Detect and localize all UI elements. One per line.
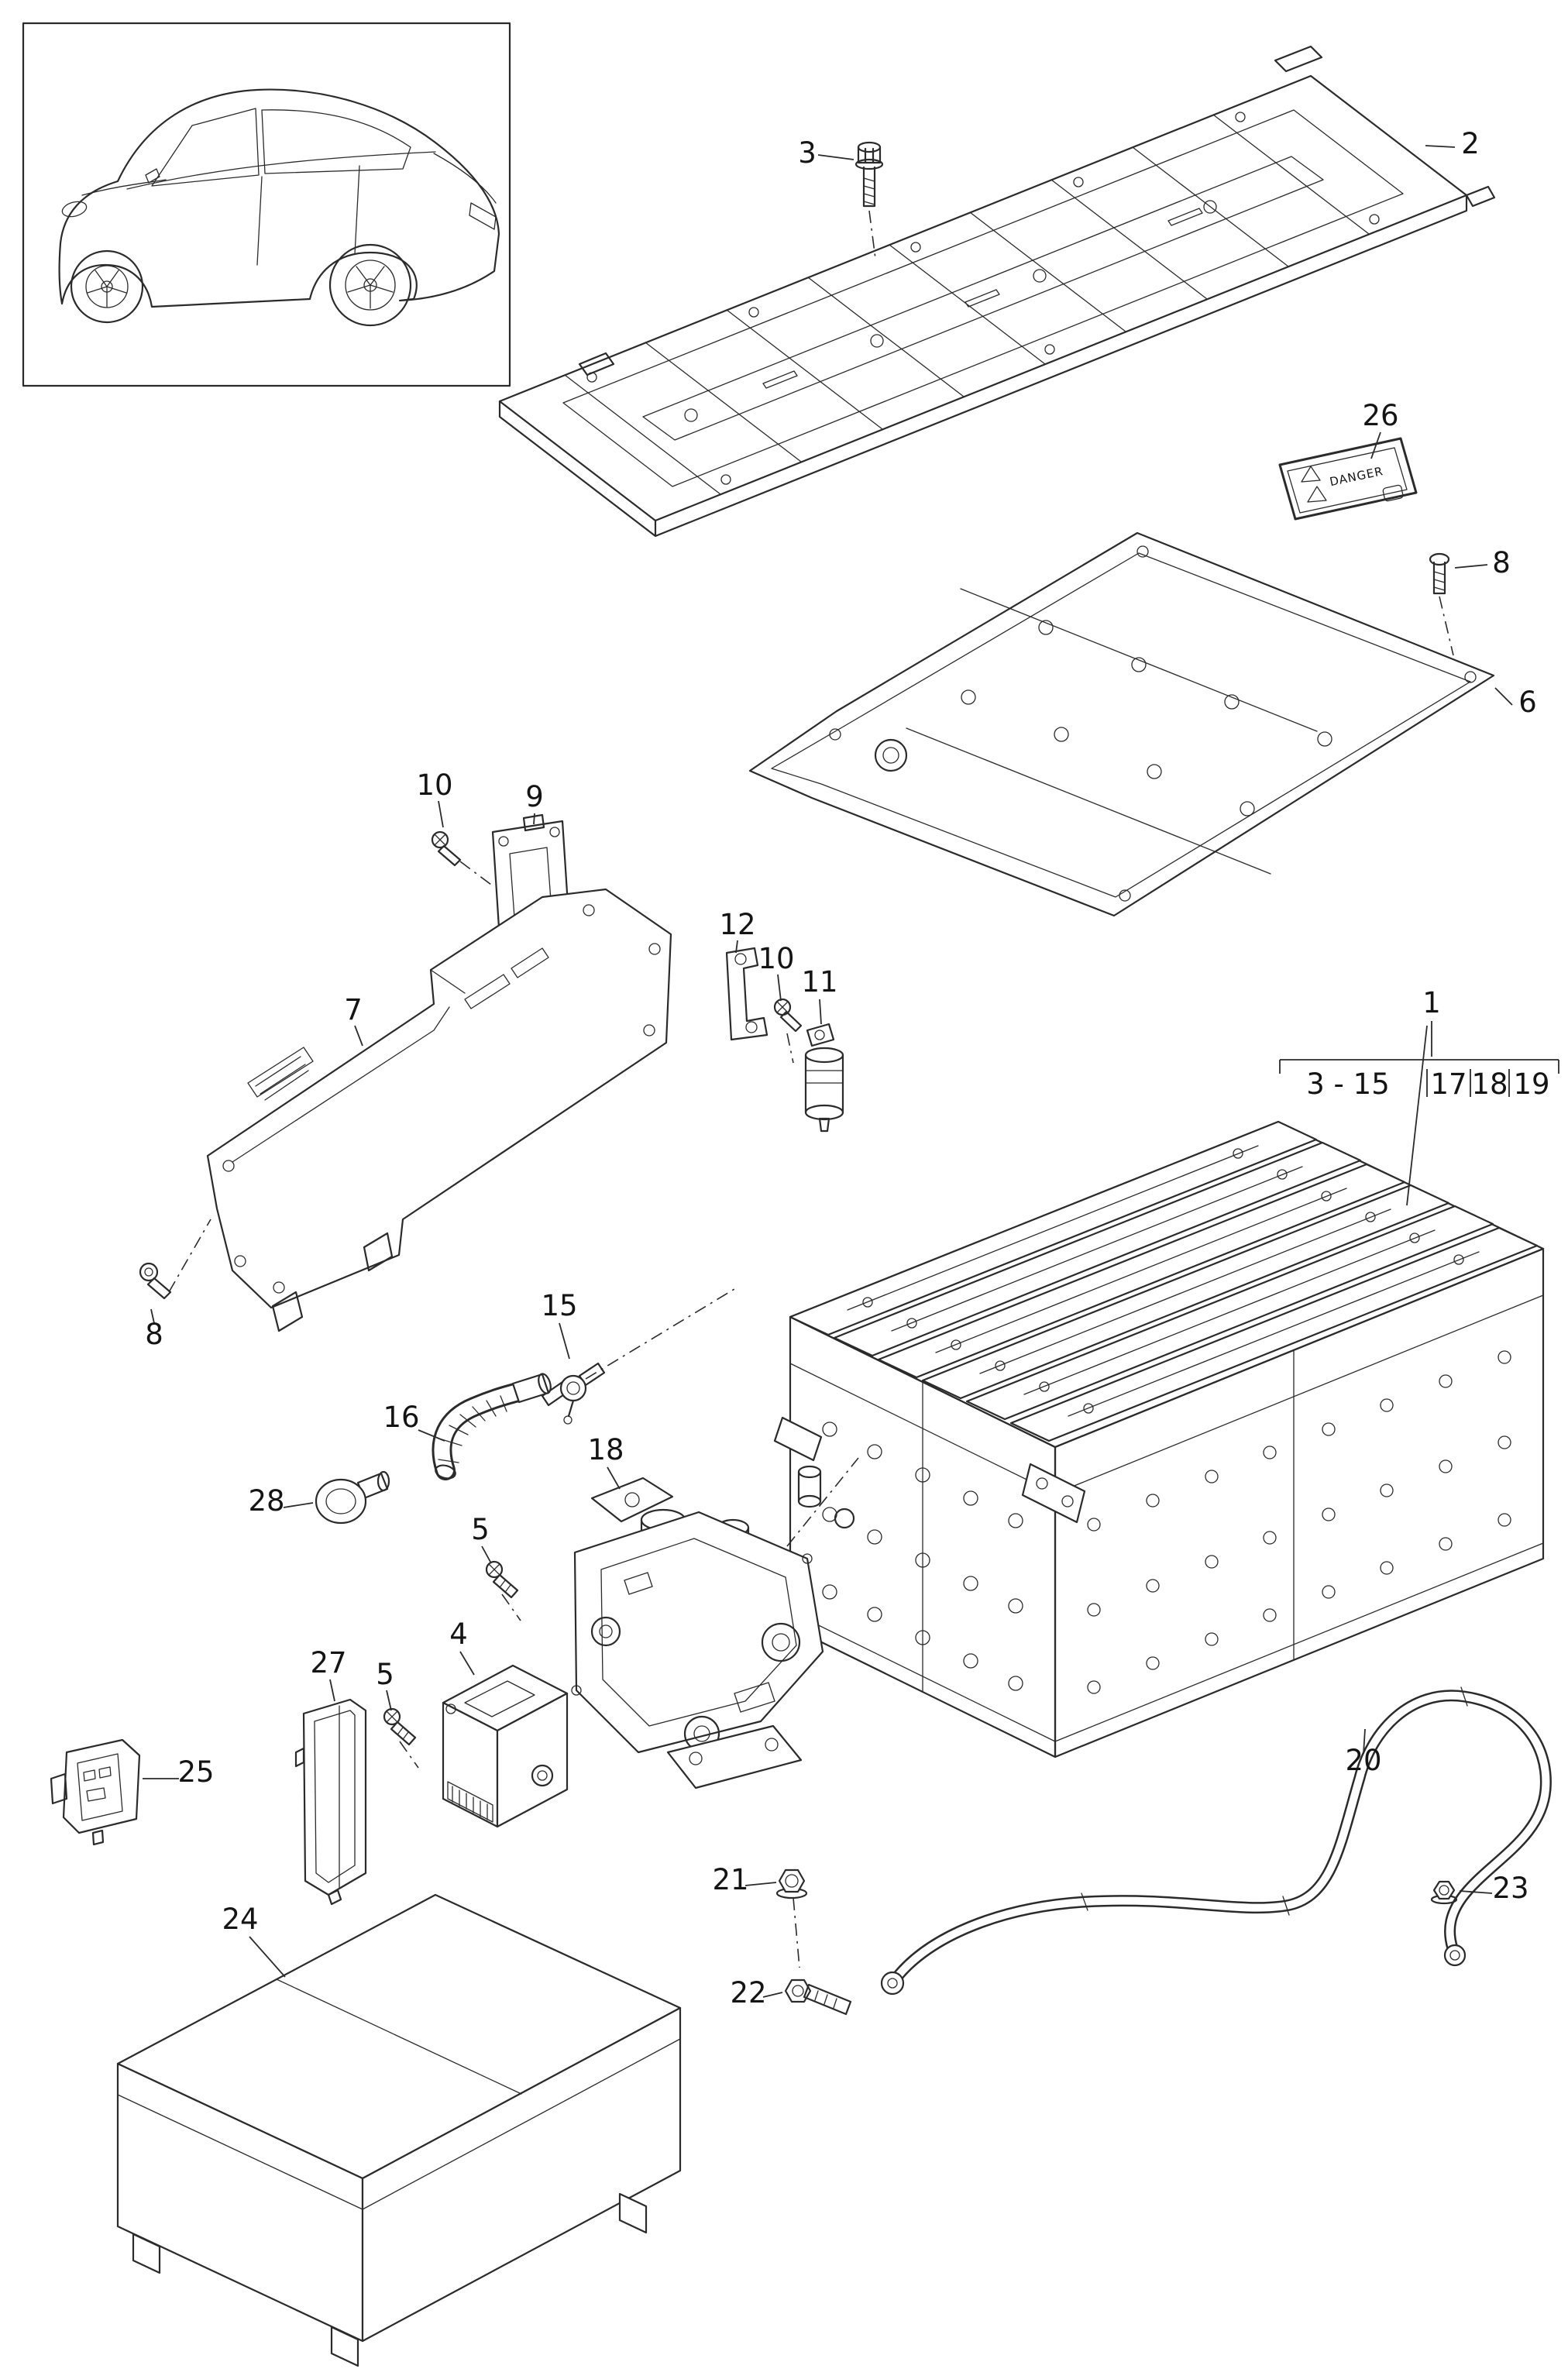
harness-ring-terminal-b [1443, 1944, 1467, 1967]
warning-triangle-icon [1301, 466, 1327, 503]
car-front-wheel [70, 249, 144, 324]
part-21-nut [775, 1868, 808, 1899]
leader-lines [143, 145, 1513, 1998]
box-feet [132, 2192, 648, 2367]
bracket-range-label: 3 - 15 [1306, 1067, 1390, 1101]
callout-1: 1 [1422, 986, 1441, 1019]
axis-lines [168, 210, 1454, 1968]
callout-26: 26 [1362, 399, 1398, 432]
part-22-bolt [784, 1978, 852, 2016]
callout-15: 15 [541, 1289, 577, 1322]
part-12-bracket [725, 947, 769, 1041]
car-box-border [22, 22, 511, 387]
frame-slots [762, 208, 1203, 389]
battery-modules [789, 1120, 1539, 1442]
part-18-junction-unit [571, 1477, 824, 1789]
panel-tabs [271, 1232, 394, 1332]
battery-module-terminals [862, 1148, 1464, 1414]
part-24-packing-box [116, 1893, 682, 2367]
bracket-extra-19: 19 [1513, 1067, 1549, 1101]
battery-face-seams [789, 1294, 1544, 1742]
part-15-sensor [541, 1362, 606, 1425]
callout-21: 21 [712, 1863, 748, 1896]
car-body-outline [58, 88, 500, 308]
callout-8-right: 8 [1492, 546, 1511, 579]
part-1-battery-assembly [773, 1120, 1545, 1758]
frame-depth-edges [498, 194, 1468, 538]
warning-pictogram-icon [1382, 484, 1404, 502]
car-windshield [151, 108, 260, 187]
callout-3: 3 [798, 136, 817, 170]
harness-clips [1081, 1686, 1468, 1916]
panel-label-patch [247, 1047, 314, 1101]
callout-9: 9 [525, 780, 544, 813]
part-20-wiring-harness [880, 1686, 1552, 1996]
callout-18: 18 [587, 1433, 624, 1466]
assembly-range-bracket: 3 - 15 17 18 19 [1279, 1059, 1559, 1101]
part-25-mount [50, 1738, 141, 1846]
part-8-screw-right [1429, 552, 1450, 595]
part-5-screw-a [485, 1560, 519, 1599]
callout-20: 20 [1345, 1744, 1381, 1777]
callout-24: 24 [222, 1903, 258, 1936]
part-26-warning-label: DANGER [1278, 437, 1418, 521]
callout-5-b: 5 [376, 1658, 394, 1691]
frame-holes [586, 112, 1380, 485]
car-thumbnail [22, 22, 511, 387]
callout-10-a: 10 [416, 768, 452, 802]
car-door-lines [81, 165, 360, 266]
car-beltline [126, 151, 436, 190]
callout-2: 2 [1461, 127, 1480, 160]
callout-4: 4 [449, 1618, 468, 1651]
panel-slots [464, 947, 549, 1009]
part-5-screw-b [383, 1707, 417, 1746]
battery-corner-hardware [773, 1416, 1086, 1529]
callout-28: 28 [248, 1484, 284, 1518]
callout-labels: 3 2 26 8 6 10 9 7 12 10 11 1 8 15 16 28 … [145, 127, 1537, 2009]
callout-5-a: 5 [471, 1513, 490, 1546]
cover-plate-holes [829, 545, 1477, 902]
car-rear-wheel [328, 243, 412, 327]
part-16-hose [432, 1373, 552, 1480]
callout-10-b: 10 [758, 942, 794, 975]
car-headlamp [61, 201, 88, 218]
callout-12: 12 [719, 908, 755, 941]
part-3-bolt [854, 141, 884, 208]
part-4-control-module [442, 1664, 569, 1828]
part-23-nut [1430, 1880, 1458, 1905]
part-8-screw-left [139, 1262, 172, 1300]
connector-pins [452, 1786, 488, 1820]
harness-ring-terminal-a [880, 1971, 905, 1996]
battery-module-midlines [847, 1145, 1480, 1417]
callout-27: 27 [310, 1646, 346, 1679]
callout-8-left: 8 [145, 1318, 163, 1351]
part-6-cover-plate [748, 531, 1495, 917]
callout-22: 22 [730, 1976, 766, 2009]
part-11-capacitor [804, 1023, 844, 1133]
hose-ribs [438, 1395, 507, 1463]
callout-11: 11 [801, 965, 837, 999]
part-10-screw-a [431, 830, 462, 867]
callout-23: 23 [1492, 1872, 1528, 1905]
part-27-bracket [294, 1698, 367, 1906]
battery-right-face-holes [1087, 1350, 1511, 1694]
callout-16: 16 [383, 1401, 419, 1434]
bracket-extra-18: 18 [1471, 1067, 1508, 1101]
part-7-side-panel [206, 888, 672, 1332]
car-mirror [145, 168, 160, 184]
callout-25: 25 [177, 1755, 214, 1789]
part-28-plug [315, 1470, 390, 1525]
callout-7: 7 [344, 993, 363, 1026]
part-10-screw-b [773, 998, 803, 1033]
car-tail-detail [433, 153, 497, 230]
part-2-mounting-frame [498, 45, 1496, 538]
frame-tabs [578, 45, 1496, 376]
car-side-glass [261, 109, 411, 174]
bracket-extra-17: 17 [1430, 1067, 1467, 1101]
warning-label-text: DANGER [1329, 464, 1385, 489]
callout-6: 6 [1518, 686, 1537, 719]
